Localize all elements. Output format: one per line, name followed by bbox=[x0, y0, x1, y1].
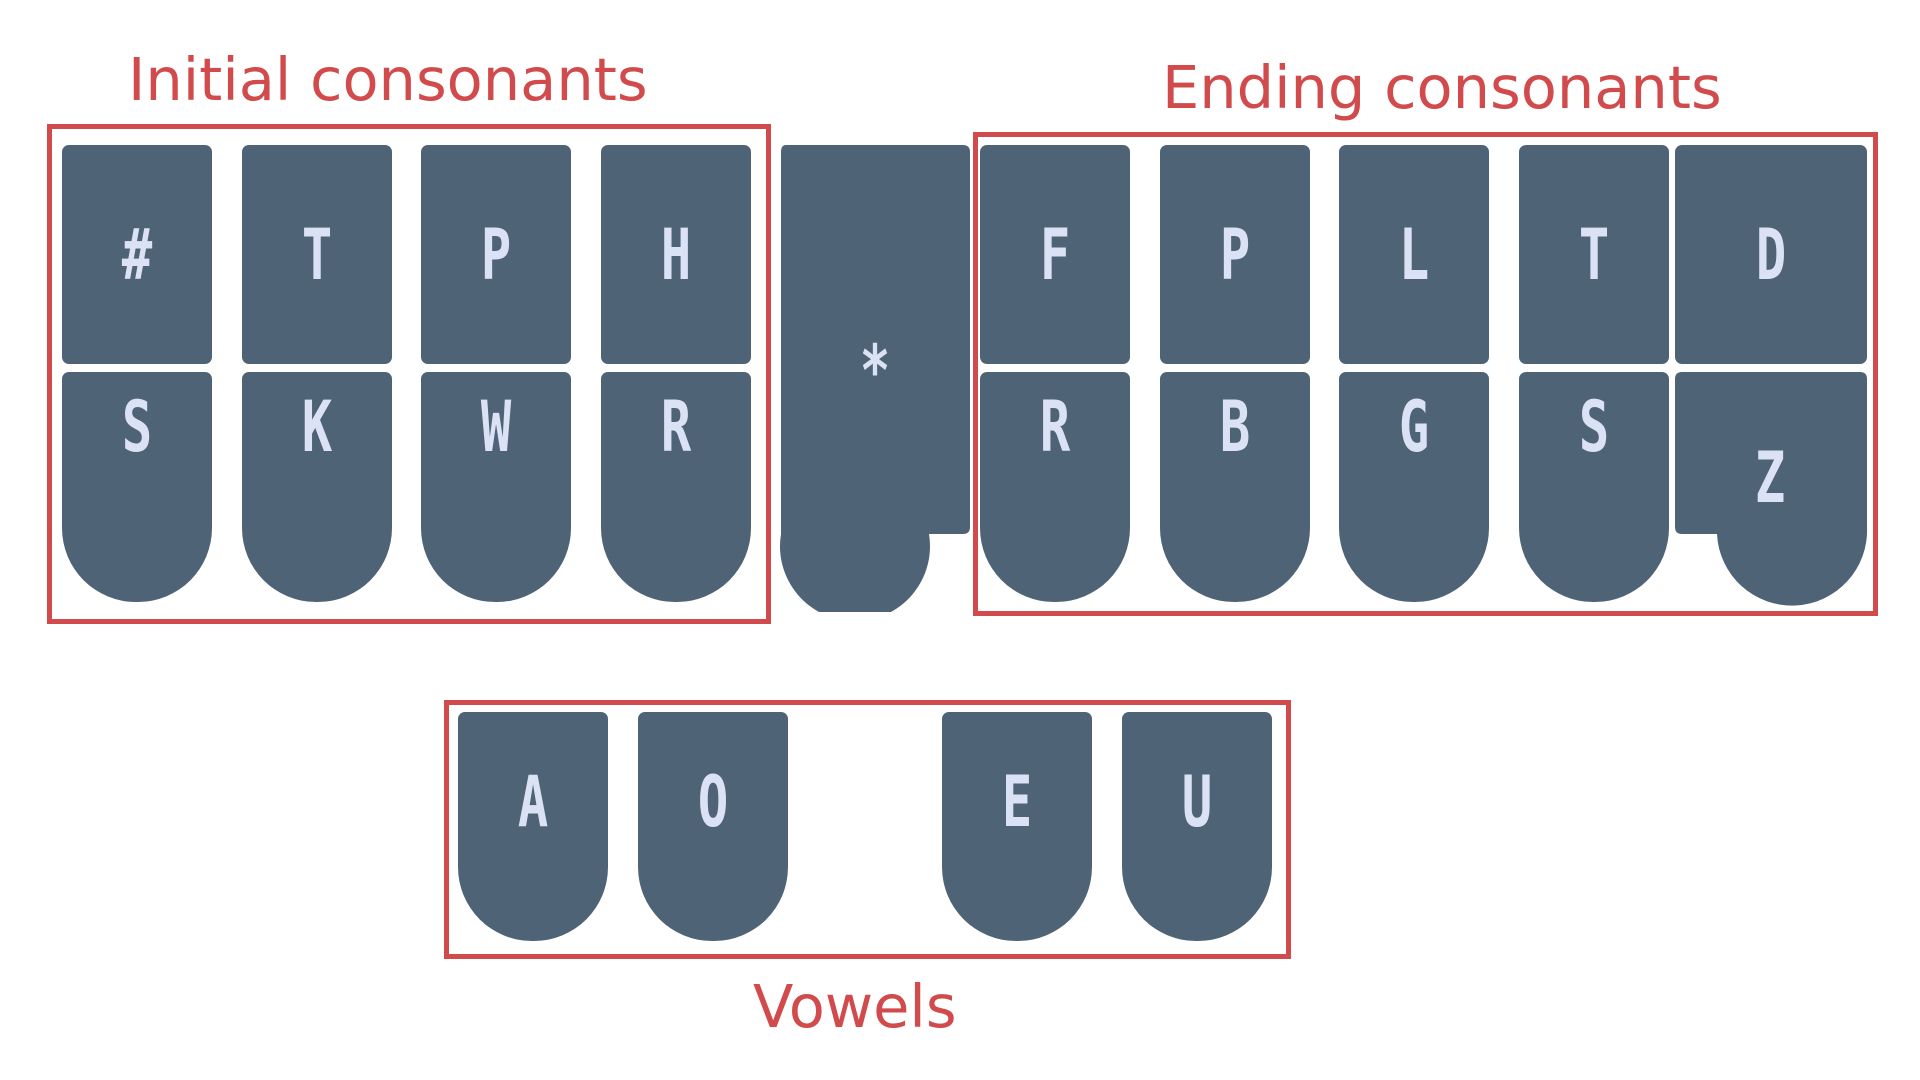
vowels-box bbox=[444, 700, 1291, 959]
key-label: W bbox=[480, 386, 512, 468]
key-ending-f[interactable]: F bbox=[980, 145, 1130, 364]
key-star[interactable] bbox=[778, 142, 978, 612]
key-initial-number-sign[interactable]: # bbox=[62, 145, 212, 364]
key-label: R bbox=[1039, 386, 1071, 468]
key-label: A bbox=[517, 760, 549, 843]
key-label: G bbox=[1398, 386, 1430, 468]
key-initial-p[interactable]: P bbox=[421, 145, 571, 364]
key-initial-s[interactable]: S bbox=[62, 372, 212, 602]
key-vowel-a[interactable]: A bbox=[458, 712, 608, 941]
key-label: O bbox=[697, 760, 729, 843]
key-ending-z-label: Z bbox=[1754, 437, 1786, 519]
key-ending-g[interactable]: G bbox=[1339, 372, 1489, 602]
vowels-label: Vowels bbox=[753, 972, 957, 1041]
key-initial-r[interactable]: R bbox=[601, 372, 751, 602]
key-label: R bbox=[660, 386, 692, 468]
key-label: P bbox=[1219, 213, 1251, 296]
initial-consonants-box bbox=[47, 124, 771, 624]
key-label: S bbox=[121, 386, 153, 468]
key-label: # bbox=[121, 213, 153, 296]
key-label: L bbox=[1398, 213, 1430, 296]
key-label: T bbox=[301, 213, 333, 296]
initial-consonants-label: Initial consonants bbox=[128, 45, 648, 114]
key-ending-r[interactable]: R bbox=[980, 372, 1130, 602]
key-label: E bbox=[1001, 760, 1033, 843]
key-star-label: * bbox=[859, 330, 891, 412]
key-ending-z[interactable] bbox=[1672, 369, 1872, 609]
key-ending-p[interactable]: P bbox=[1160, 145, 1310, 364]
key-ending-s[interactable]: S bbox=[1519, 372, 1669, 602]
key-vowel-o[interactable]: O bbox=[638, 712, 788, 941]
key-initial-w[interactable]: W bbox=[421, 372, 571, 602]
key-initial-k[interactable]: K bbox=[242, 372, 392, 602]
key-initial-h[interactable]: H bbox=[601, 145, 751, 364]
key-initial-t[interactable]: T bbox=[242, 145, 392, 364]
key-label: S bbox=[1578, 386, 1610, 468]
key-label: T bbox=[1578, 213, 1610, 296]
ending-consonants-label: Ending consonants bbox=[1162, 53, 1722, 122]
key-ending-b[interactable]: B bbox=[1160, 372, 1310, 602]
key-label: D bbox=[1755, 213, 1787, 296]
key-label: P bbox=[480, 213, 512, 296]
key-label: B bbox=[1219, 386, 1251, 468]
key-label: F bbox=[1039, 213, 1071, 296]
key-ending-t[interactable]: T bbox=[1519, 145, 1669, 364]
key-ending-l[interactable]: L bbox=[1339, 145, 1489, 364]
key-label: U bbox=[1181, 760, 1213, 843]
key-label: H bbox=[660, 213, 692, 296]
key-vowel-e[interactable]: E bbox=[942, 712, 1092, 941]
key-label: K bbox=[301, 386, 333, 468]
key-ending-d[interactable]: D bbox=[1675, 145, 1867, 364]
key-vowel-u[interactable]: U bbox=[1122, 712, 1272, 941]
ending-consonants-box bbox=[973, 132, 1878, 616]
